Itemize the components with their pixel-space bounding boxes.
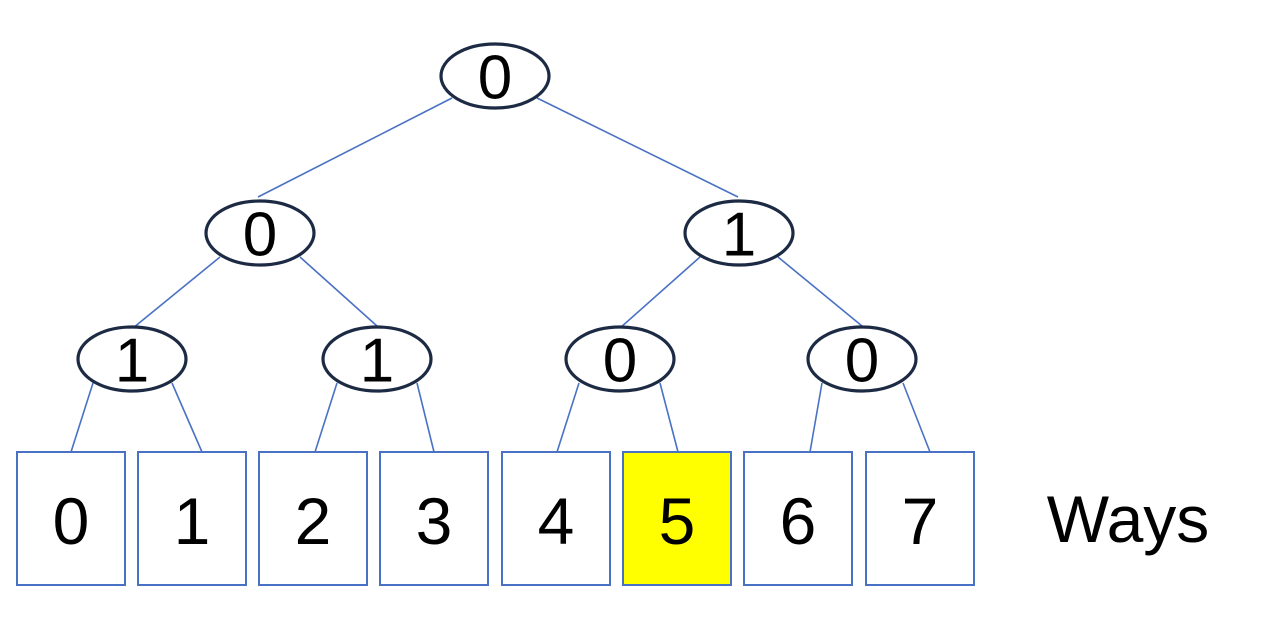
node-bit: 0 xyxy=(243,201,277,270)
tree-node-l1-left: 0 xyxy=(204,199,316,270)
ways-row: 0 1 2 3 4 5 6 7 xyxy=(16,451,975,586)
tree-node-root: 0 xyxy=(439,42,551,113)
node-bit: 0 xyxy=(603,327,637,396)
way-box-7: 7 xyxy=(865,451,975,586)
tree-edges xyxy=(70,97,931,453)
way-rect xyxy=(16,451,126,586)
ways-caption: Ways xyxy=(1047,482,1210,556)
way-box-4: 4 xyxy=(501,451,611,586)
way-rect xyxy=(743,451,853,586)
edge-root-to-l1-right xyxy=(536,97,739,198)
tree-node-l2-2: 0 xyxy=(564,325,676,396)
node-ellipse xyxy=(683,199,795,267)
edge-l1-right-to-l2-2 xyxy=(619,256,701,329)
way-rect xyxy=(379,451,489,586)
edge-l2-3-to-way-6 xyxy=(809,382,823,453)
node-bit: 0 xyxy=(845,327,879,396)
node-ellipse xyxy=(439,42,551,110)
way-label: 5 xyxy=(659,484,696,558)
tree-node-l1-right: 1 xyxy=(683,199,795,270)
edge-l1-right-to-l2-3 xyxy=(777,256,863,327)
edge-l2-2-to-way-5 xyxy=(659,382,679,453)
edge-root-to-l1-left xyxy=(257,97,453,198)
node-ellipse xyxy=(321,325,433,393)
tree-node-l2-0: 1 xyxy=(76,325,188,396)
node-bit: 1 xyxy=(115,327,149,396)
way-label: 7 xyxy=(902,484,939,558)
edge-l1-left-to-l2-0 xyxy=(132,256,221,329)
node-ellipse xyxy=(204,199,316,267)
node-ellipse xyxy=(806,325,918,393)
way-box-3: 3 xyxy=(379,451,489,586)
way-box-1: 1 xyxy=(137,451,247,586)
node-ellipse xyxy=(76,325,188,393)
way-box-0: 0 xyxy=(16,451,126,586)
edge-l2-0-to-way-1 xyxy=(171,382,203,453)
way-rect xyxy=(622,451,732,586)
way-rect xyxy=(137,451,247,586)
way-rect xyxy=(258,451,368,586)
edge-l1-left-to-l2-1 xyxy=(299,256,378,327)
edge-l2-1-to-way-2 xyxy=(314,382,338,453)
node-bit: 1 xyxy=(360,327,394,396)
way-label: 1 xyxy=(174,484,211,558)
node-bit: 1 xyxy=(722,201,756,270)
edge-l2-3-to-way-7 xyxy=(902,382,931,453)
tree-node-l2-1: 1 xyxy=(321,325,433,396)
edge-l2-2-to-way-4 xyxy=(556,382,580,453)
way-label: 2 xyxy=(295,484,332,558)
node-ellipse xyxy=(564,325,676,393)
edge-l2-0-to-way-0 xyxy=(70,382,94,453)
way-label: 6 xyxy=(780,484,817,558)
tree-node-l2-3: 0 xyxy=(806,325,918,396)
way-box-6: 6 xyxy=(743,451,853,586)
way-rect xyxy=(501,451,611,586)
way-box-5: 5 xyxy=(622,451,732,586)
way-label: 3 xyxy=(416,484,453,558)
way-label: 0 xyxy=(53,484,90,558)
node-bit: 0 xyxy=(478,44,512,113)
way-box-2: 2 xyxy=(258,451,368,586)
way-label: 4 xyxy=(538,484,575,558)
way-rect xyxy=(865,451,975,586)
edge-l2-1-to-way-3 xyxy=(416,382,435,453)
